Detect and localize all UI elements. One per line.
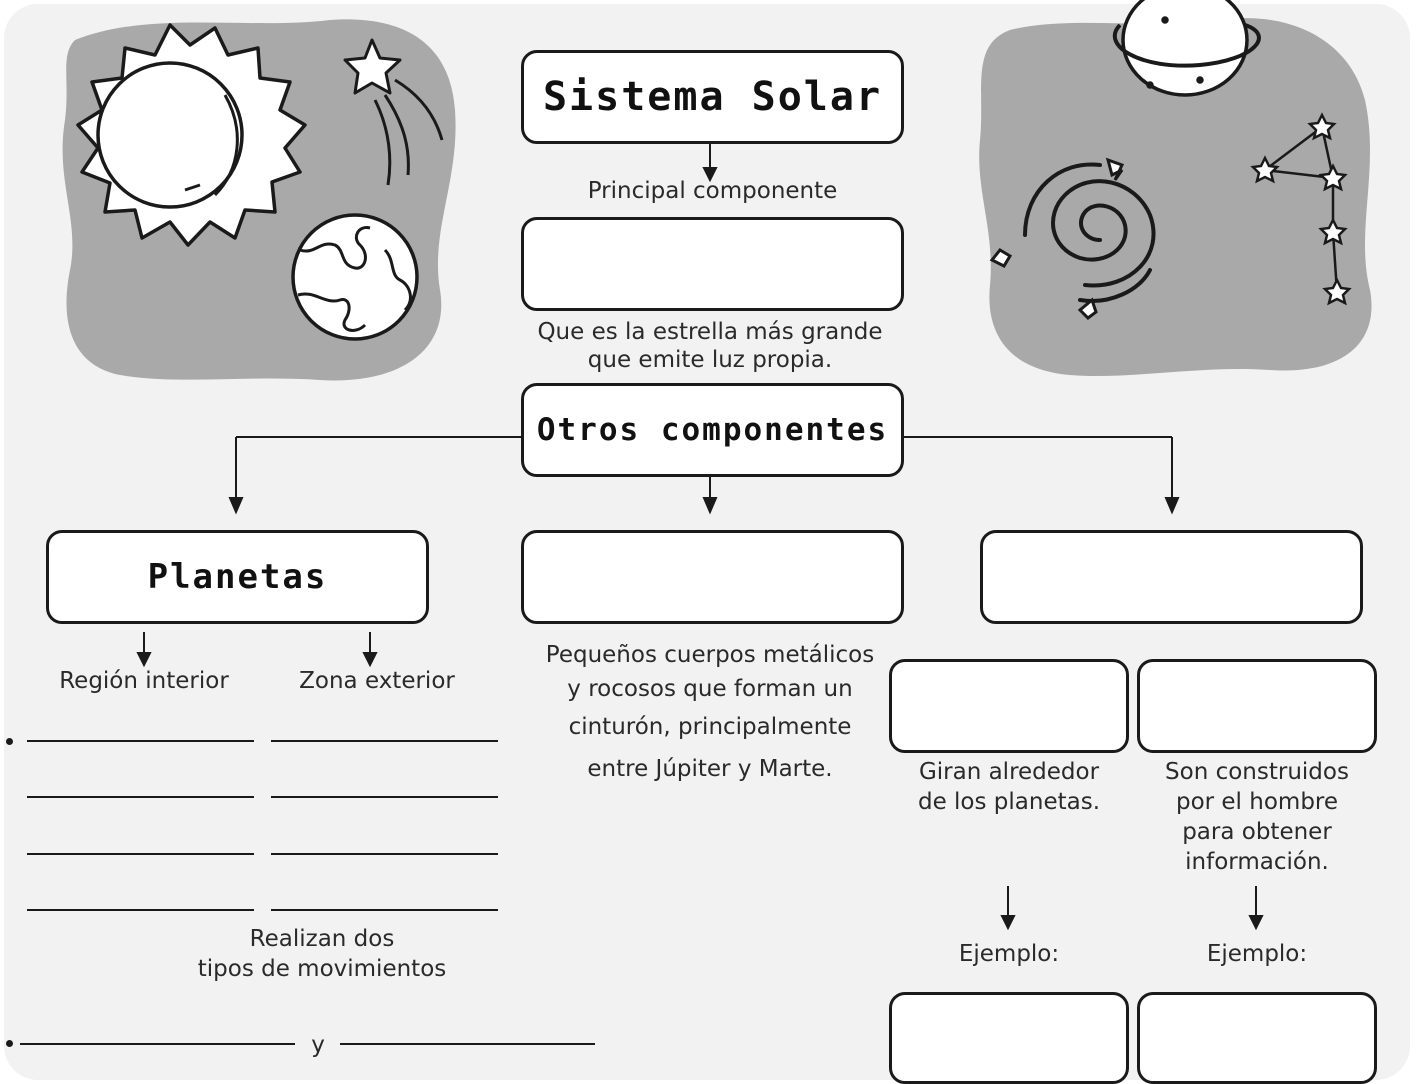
right-illustration-background [979, 18, 1372, 377]
answer-line[interactable] [27, 853, 254, 855]
title-text: Sistema Solar [542, 74, 883, 120]
artificial-satellite-box[interactable] [1137, 659, 1377, 753]
connector-lines [136, 143, 1264, 931]
asteroides-desc-line3: cinturón, principalmente [568, 714, 852, 740]
ejemplo-left-label: Ejemplo: [958, 941, 1060, 967]
answer-line[interactable] [20, 1043, 295, 1045]
answer-line[interactable] [27, 740, 254, 742]
title-box: Sistema Solar [521, 50, 904, 144]
naturales-desc-line1: Giran alrededor [918, 759, 1100, 785]
answer-line[interactable] [271, 796, 498, 798]
answer-line[interactable] [271, 740, 498, 742]
principal-desc-line2: que emite luz propia. [587, 347, 833, 373]
planetas-text: Planetas [147, 557, 328, 597]
earth-icon [291, 213, 419, 341]
constellation-icon [1250, 112, 1352, 306]
asteroides-desc-line2: y rocosos que forman un [567, 676, 853, 702]
galaxy-icon [989, 157, 1156, 320]
conjunction-text: y [311, 1032, 325, 1058]
bullet-point [6, 1040, 13, 1047]
region-interior-label: Región interior [59, 668, 229, 694]
principal-label: Principal componente [587, 178, 838, 204]
otros-box: Otros componentes [521, 383, 904, 477]
artificiales-desc-line1: Son construidos [1165, 759, 1349, 785]
shooting-star-icon [343, 38, 444, 186]
answer-line[interactable] [340, 1043, 595, 1045]
answer-line[interactable] [271, 909, 498, 911]
saturn-icon [1112, 0, 1261, 97]
artificiales-desc-line2: por el hombre [1175, 789, 1339, 815]
sun-icon [76, 23, 307, 247]
answer-line[interactable] [27, 909, 254, 911]
movimientos-desc-line2: tipos de movimientos [197, 956, 447, 982]
answer-line[interactable] [271, 853, 498, 855]
satelites-answer-box[interactable] [980, 530, 1363, 624]
otros-text: Otros componentes [536, 412, 889, 448]
principal-desc-line1: Que es la estrella más grande [537, 319, 883, 345]
natural-satellite-box[interactable] [889, 659, 1129, 753]
asteroides-desc-line1: Pequeños cuerpos metálicos [545, 642, 875, 668]
zona-exterior-label: Zona exterior [299, 668, 455, 694]
ejemplo-right-label: Ejemplo: [1206, 941, 1308, 967]
ejemplo-right-answer-box[interactable] [1137, 992, 1377, 1084]
bullet-point [6, 738, 13, 745]
movimientos-desc-line1: Realizan dos [249, 926, 395, 952]
asteroides-desc-line4: entre Júpiter y Marte. [587, 756, 833, 782]
naturales-desc-line2: de los planetas. [917, 789, 1101, 815]
artificiales-desc-line4: información. [1185, 849, 1329, 875]
principal-answer-box[interactable] [521, 217, 904, 311]
answer-line[interactable] [27, 796, 254, 798]
asteroides-answer-box[interactable] [521, 530, 904, 624]
ejemplo-left-answer-box[interactable] [889, 992, 1129, 1084]
planetas-box: Planetas [46, 530, 429, 624]
artificiales-desc-line3: para obtener [1182, 819, 1332, 845]
